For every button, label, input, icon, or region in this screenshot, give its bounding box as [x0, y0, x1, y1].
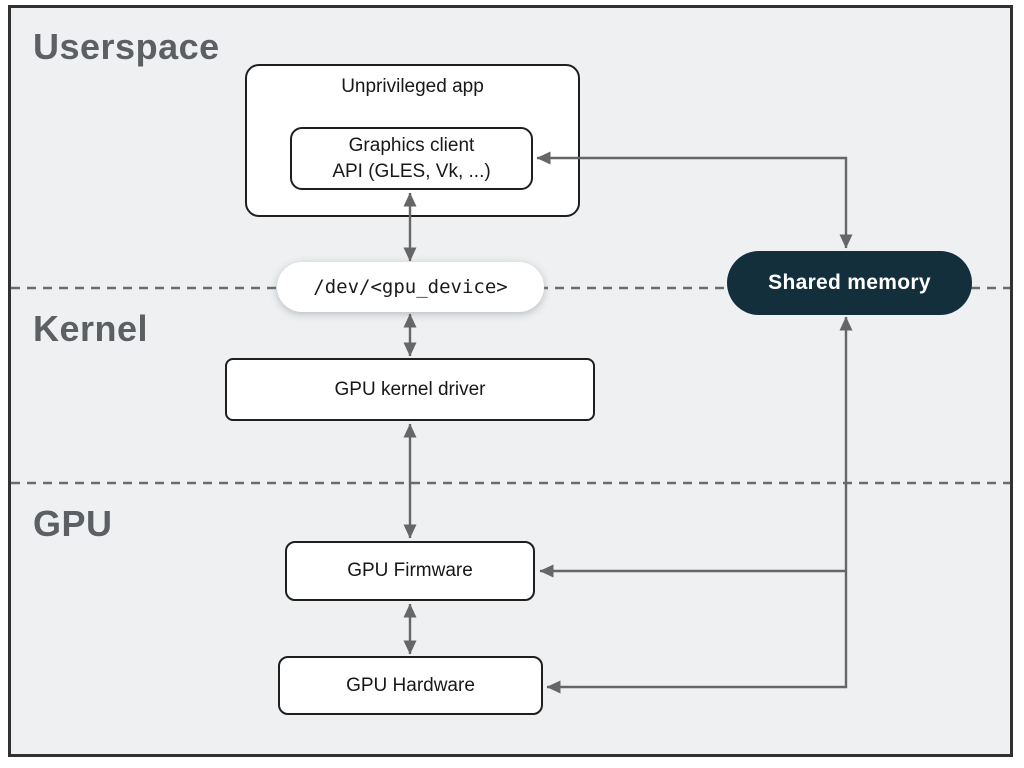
shared-memory-label: Shared memory: [768, 271, 931, 294]
gpu-kernel-driver-label: GPU kernel driver: [334, 378, 486, 400]
section-label-userspace: Userspace: [33, 26, 220, 67]
gpu-device-file-label: /dev/<gpu_device>: [313, 276, 508, 298]
node-gpu-firmware: GPU Firmware: [285, 541, 535, 601]
node-gpu-device-file: /dev/<gpu_device>: [277, 262, 544, 312]
node-gpu-kernel-driver: GPU kernel driver: [225, 358, 595, 421]
section-label-kernel: Kernel: [33, 308, 149, 349]
graphics-client-api-label-line2: API (GLES, Vk, ...): [332, 160, 491, 182]
gpu-firmware-label: GPU Firmware: [347, 560, 473, 581]
node-shared-memory: Shared memory: [727, 251, 972, 315]
node-graphics-client-api: Graphics client API (GLES, Vk, ...): [290, 127, 533, 190]
gpu-hardware-label: GPU Hardware: [346, 674, 475, 696]
unprivileged-app-label: Unprivileged app: [341, 76, 484, 97]
node-gpu-hardware: GPU Hardware: [278, 656, 543, 715]
section-label-gpu: GPU: [33, 503, 113, 544]
graphics-client-api-label-line1: Graphics client: [348, 134, 475, 156]
